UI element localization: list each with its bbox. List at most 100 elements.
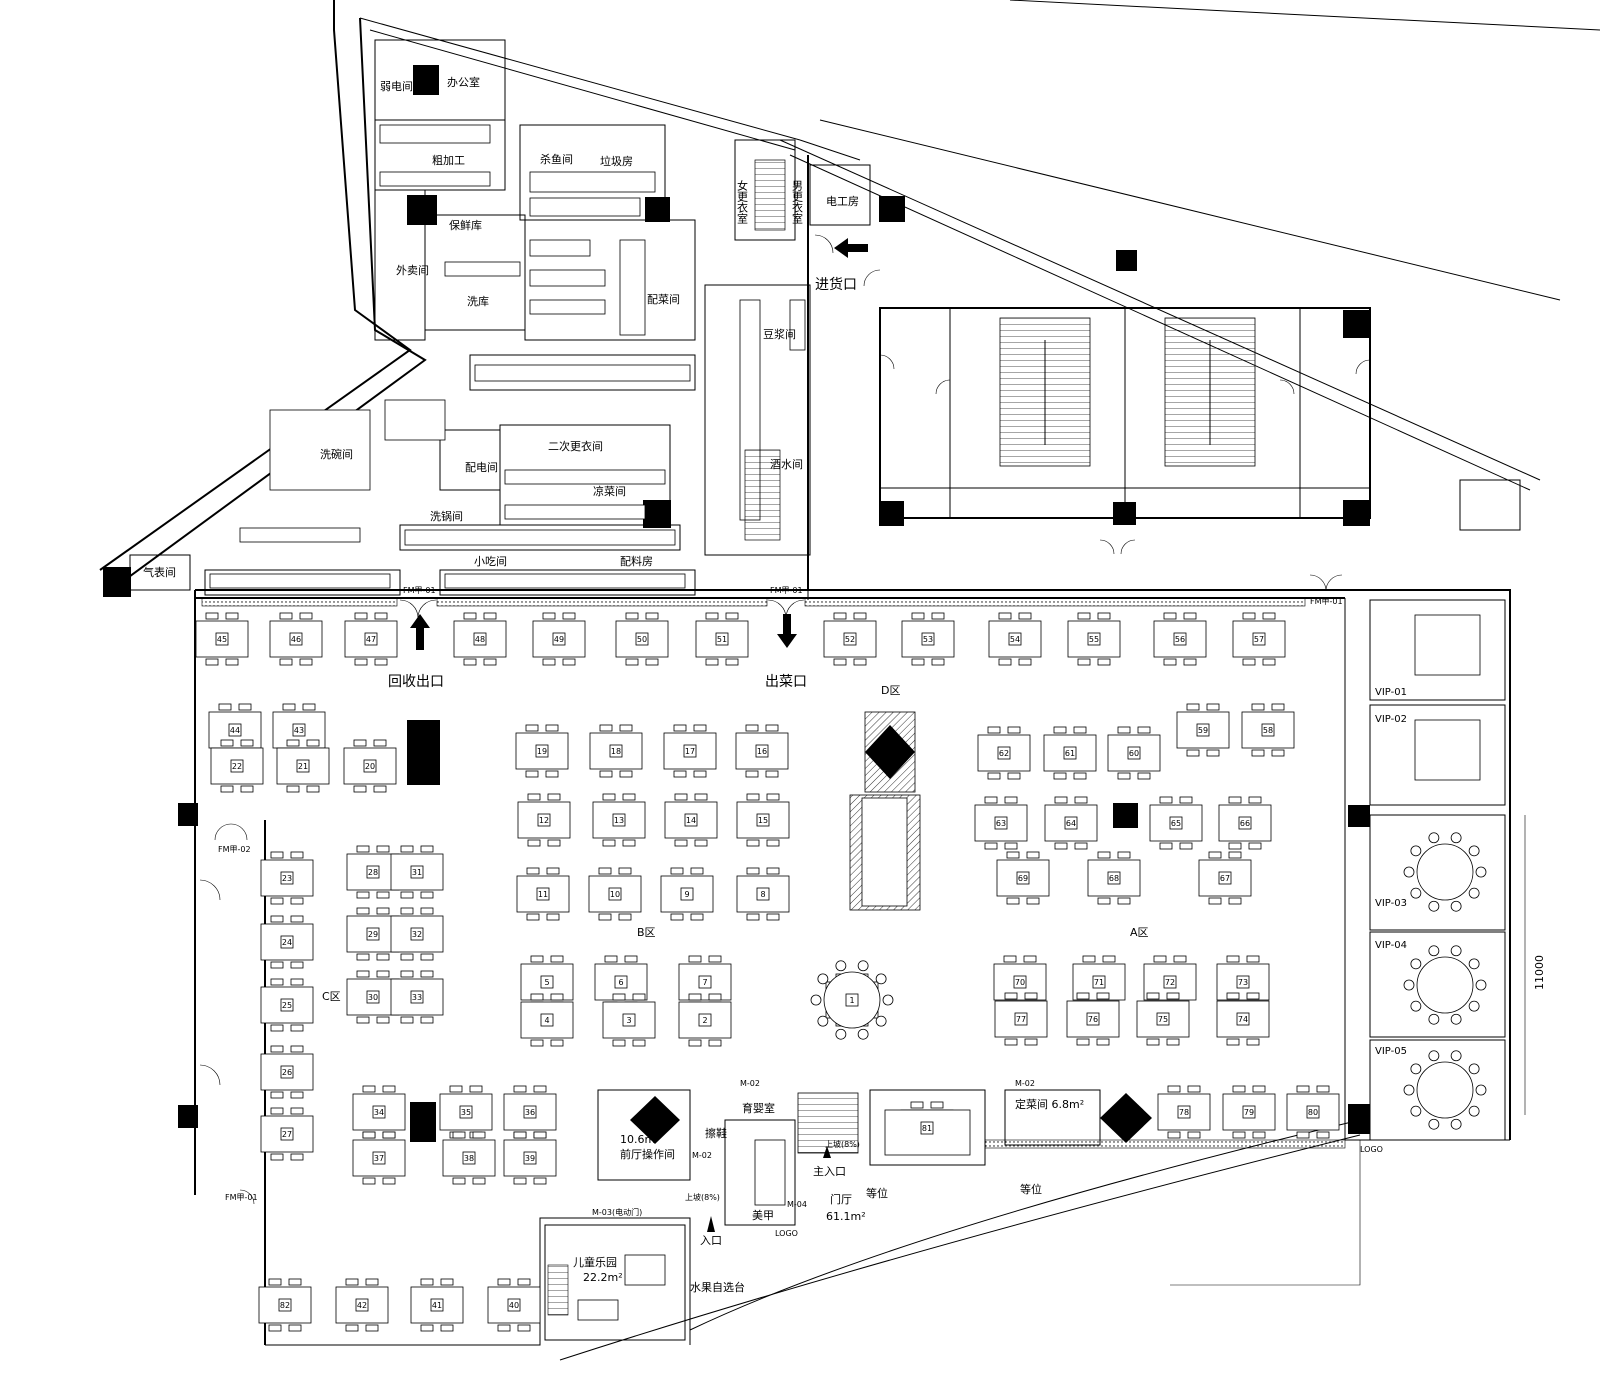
table-number-box <box>289 632 303 646</box>
table-number-box <box>1016 871 1030 885</box>
label-fire-door-4: FM甲-02 <box>218 845 251 854</box>
round-table <box>1416 843 1474 901</box>
label-office: 办公室 <box>447 75 480 89</box>
table-number: 35 <box>461 1108 471 1117</box>
table-number-box <box>1177 1105 1191 1119</box>
chair <box>373 785 387 793</box>
chair <box>1167 1131 1181 1139</box>
chair <box>1159 842 1173 850</box>
dining-table <box>352 1139 406 1177</box>
chair <box>218 703 232 711</box>
round-chair <box>1475 1084 1487 1096</box>
chair <box>497 1324 511 1332</box>
table-number-box <box>1163 975 1177 989</box>
chair <box>1242 612 1256 620</box>
table-number: 70 <box>1015 978 1025 987</box>
table-number-box <box>756 813 770 827</box>
table-number: 48 <box>475 635 485 644</box>
chair <box>356 845 370 853</box>
table-number: 21 <box>298 762 308 771</box>
chair <box>598 867 612 875</box>
table-number: 16 <box>757 747 767 756</box>
chair <box>356 907 370 915</box>
table-number-box <box>843 632 857 646</box>
chair <box>1228 796 1242 804</box>
chair <box>931 612 945 620</box>
chair <box>1251 703 1265 711</box>
label-fruit-bar: 水果自选台 <box>690 1280 745 1294</box>
dining-table <box>260 1115 314 1153</box>
label-fish-room: 杀鱼间 <box>540 152 573 166</box>
chair <box>356 891 370 899</box>
table-number: 59 <box>1198 726 1208 735</box>
round-chair <box>882 994 894 1006</box>
chair <box>353 739 367 747</box>
chair <box>745 724 759 732</box>
table-number: 40 <box>509 1301 519 1310</box>
chair <box>746 793 760 801</box>
chair <box>546 867 560 875</box>
chair <box>911 612 925 620</box>
chair <box>220 785 234 793</box>
chair <box>622 793 636 801</box>
label-ramp-1: 上坡(8%) <box>685 1192 720 1202</box>
table-number: 57 <box>1254 635 1264 644</box>
label-pot-wash: 洗锅间 <box>430 510 463 523</box>
label-drinks-room: 酒水间 <box>770 458 803 471</box>
table-number: 37 <box>374 1154 384 1163</box>
chair <box>345 1324 359 1332</box>
chair <box>632 993 646 1001</box>
chair <box>240 785 254 793</box>
entry-arrow-icon-2 <box>707 1216 715 1232</box>
chair <box>673 724 687 732</box>
label-electric-room: 电工房 <box>826 195 859 208</box>
chair <box>1137 772 1151 780</box>
chair <box>1153 955 1167 963</box>
table-number: 75 <box>1158 1015 1168 1024</box>
chair <box>911 658 925 666</box>
chair <box>1004 842 1018 850</box>
round-chair <box>1450 945 1462 957</box>
chair <box>270 851 284 859</box>
round-chair <box>1468 887 1480 899</box>
chair <box>1024 1038 1038 1046</box>
label-power-room: 配电间 <box>465 461 498 474</box>
table-number-box <box>540 975 554 989</box>
chair <box>1252 1085 1266 1093</box>
label-fresh-store: 保鲜库 <box>449 218 482 232</box>
table-number: 10 <box>610 890 620 899</box>
chair <box>1003 955 1017 963</box>
chair <box>420 891 434 899</box>
table-number: 81 <box>922 1124 932 1133</box>
label-return-exit: 回收出口 <box>388 674 444 690</box>
label-order-room: 定菜间 6.8m² <box>1015 1097 1084 1111</box>
chair <box>622 839 636 847</box>
table-number-box <box>612 813 626 827</box>
chair <box>374 658 388 666</box>
chair <box>1117 851 1131 859</box>
chair <box>602 839 616 847</box>
table-number: 65 <box>1171 819 1181 828</box>
label-door-m02-b: M-02 <box>692 1151 712 1160</box>
label-weak-room: 弱电间 <box>380 80 413 93</box>
chair <box>373 739 387 747</box>
table-number: 55 <box>1089 635 1099 644</box>
table-number-box <box>1064 816 1078 830</box>
chair <box>1004 1038 1018 1046</box>
table-number: 11 <box>538 890 548 899</box>
chair <box>930 1101 944 1109</box>
label-rough-prep: 粗加工 <box>432 154 465 167</box>
table-number-box <box>215 632 229 646</box>
chair <box>1006 851 1020 859</box>
chair <box>1053 726 1067 734</box>
table-number-box <box>997 746 1011 760</box>
table-number-box <box>1063 746 1077 760</box>
chair <box>533 1177 547 1185</box>
chair <box>1208 851 1222 859</box>
table-number-box <box>994 816 1008 830</box>
chair <box>270 1107 284 1115</box>
chair <box>546 913 560 921</box>
round-chair <box>1428 1050 1440 1062</box>
chair <box>400 953 414 961</box>
chair <box>270 978 284 986</box>
